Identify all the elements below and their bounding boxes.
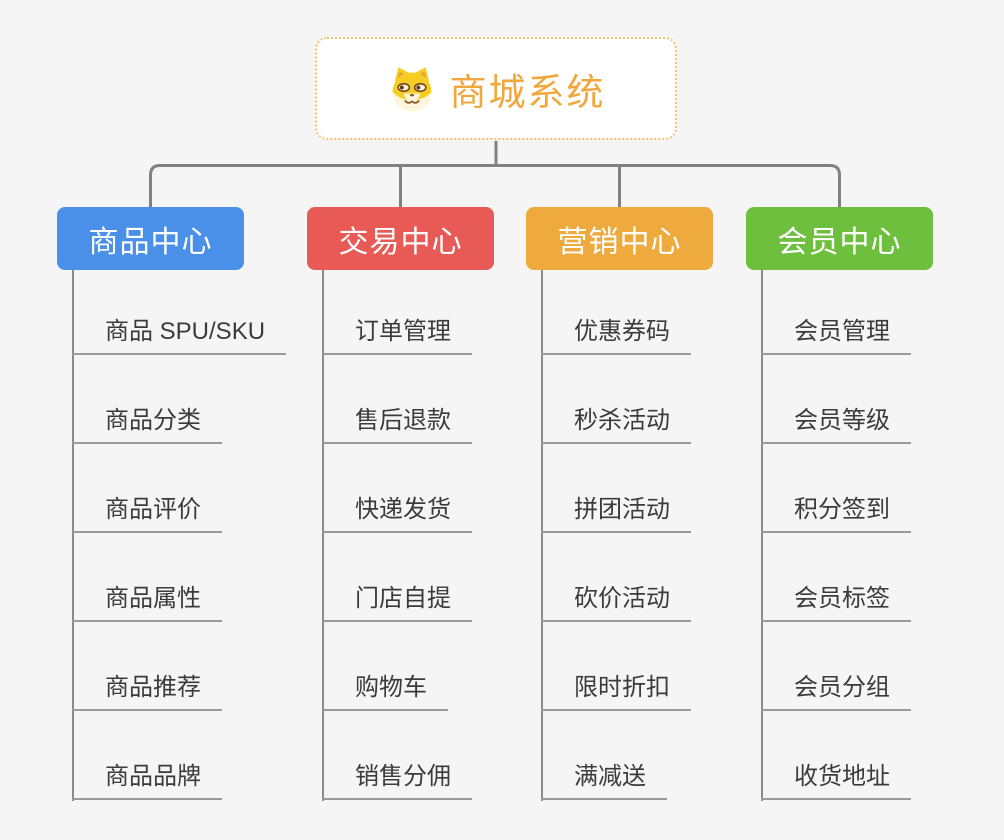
leaf-node[interactable]: 限时折扣 [541,673,691,711]
leaf-node[interactable]: 收货地址 [761,762,911,800]
leaf-node[interactable]: 商品推荐 [72,673,222,711]
branch-node-member-center[interactable]: 会员中心 [746,207,933,270]
dog-face-icon [392,66,431,111]
leaf-node[interactable]: 商品属性 [72,584,222,622]
branch-vertical-line [322,270,324,801]
leaf-node[interactable]: 积分签到 [761,495,911,533]
leaf-node[interactable]: 商品评价 [72,495,222,533]
leaf-node[interactable]: 砍价活动 [541,584,691,622]
leaf-node[interactable]: 满减送 [541,762,667,800]
branch-label: 商品中心 [88,225,213,259]
branch-node-product-center[interactable]: 商品中心 [57,207,244,270]
leaf-node[interactable]: 会员管理 [761,317,911,355]
leaf-node[interactable]: 优惠券码 [541,317,691,355]
leaf-node[interactable]: 会员分组 [761,673,911,711]
branch-label: 营销中心 [557,225,682,259]
branch-vertical-line [761,270,763,801]
branch-node-marketing-center[interactable]: 营销中心 [526,207,713,270]
leaf-node[interactable]: 销售分佣 [322,762,472,800]
branch-vertical-line [541,270,543,801]
branch-vertical-line [72,270,74,801]
leaf-node[interactable]: 商品分类 [72,406,222,444]
root-node[interactable]: 商城系统 [315,37,677,140]
leaf-node[interactable]: 购物车 [322,673,448,711]
branch-label: 会员中心 [777,225,902,259]
leaf-node[interactable]: 订单管理 [322,317,472,355]
leaf-node[interactable]: 会员等级 [761,406,911,444]
branch-children-trade-center: 订单管理 售后退款 快递发货 门店自提 购物车 销售分佣 [322,270,572,804]
leaf-node[interactable]: 拼团活动 [541,495,691,533]
leaf-node[interactable]: 会员标签 [761,584,911,622]
branch-label: 交易中心 [338,225,463,259]
leaf-node[interactable]: 售后退款 [322,406,472,444]
leaf-node[interactable]: 门店自提 [322,584,472,622]
branch-children-product-center: 商品 SPU/SKU 商品分类 商品评价 商品属性 商品推荐 商品品牌 [72,270,322,804]
branch-bus-line [149,164,841,208]
root-title: 商城系统 [449,71,606,113]
leaf-node[interactable]: 秒杀活动 [541,406,691,444]
leaf-node[interactable]: 商品 SPU/SKU [72,317,287,355]
leaf-node[interactable]: 快递发货 [322,495,472,533]
branch-children-member-center: 会员管理 会员等级 积分签到 会员标签 会员分组 收货地址 [761,270,1004,804]
leaf-node[interactable]: 商品品牌 [72,762,222,800]
branch-children-marketing-center: 优惠券码 秒杀活动 拼团活动 砍价活动 限时折扣 满减送 [541,270,791,804]
branch-node-trade-center[interactable]: 交易中心 [307,207,494,270]
